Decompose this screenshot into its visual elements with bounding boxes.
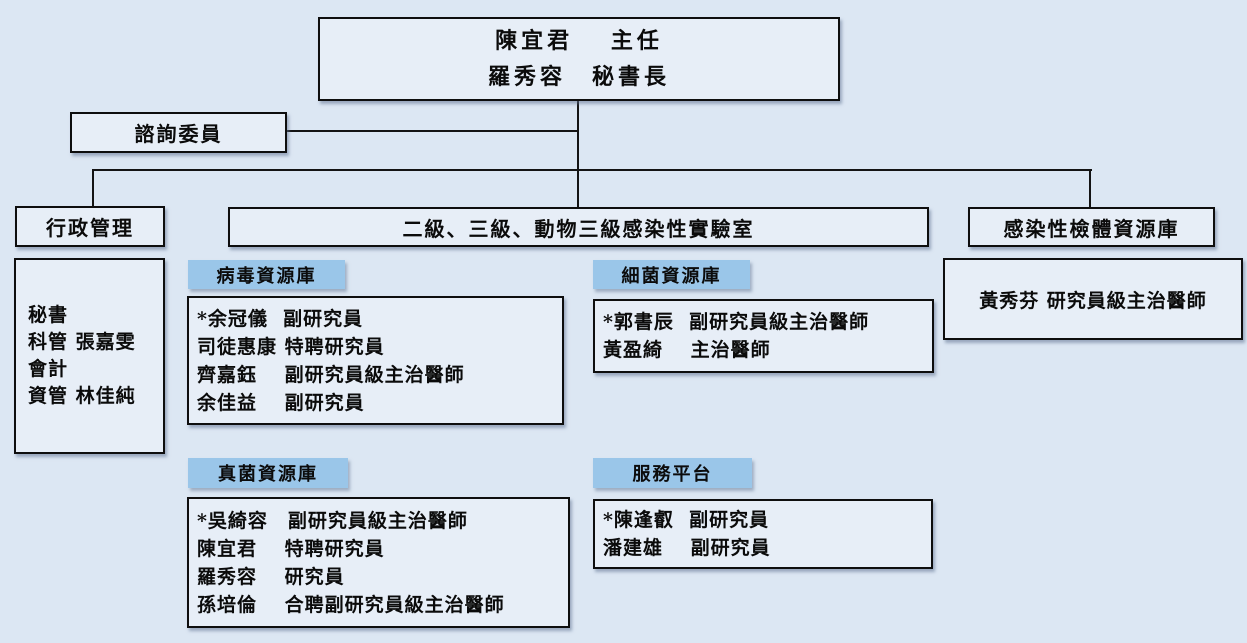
connector-drop-middle: [577, 169, 579, 209]
bacteria-label-text: 細菌資源庫: [621, 265, 722, 287]
service-member: 潘建雄 副研究員: [603, 537, 771, 559]
service-label-text: 服務平台: [632, 464, 713, 485]
fungus-member: 孫培倫 合聘副研究員級主治醫師: [197, 593, 505, 616]
branch-header-labs: 二級、三級、動物三級感染性實驗室: [228, 207, 929, 247]
connector-distribution-horizontal: [92, 169, 1092, 171]
virus-member: 余佳益 副研究員: [197, 391, 365, 414]
specimen-members-box: 黃秀芬 研究員級主治醫師: [943, 258, 1243, 340]
connector-top-vertical: [577, 100, 579, 171]
admin-members-box: 秘書 科管 張嘉雯 會計 資管 林佳純: [14, 258, 165, 454]
branch-header-specimen: 感染性檢體資源庫: [968, 207, 1215, 247]
bacteria-members-box: *郭書辰 副研究員級主治醫師 黃盈綺 主治醫師: [593, 299, 934, 373]
admin-member: 科管 張嘉雯: [28, 331, 136, 353]
service-members-box: *陳逢叡 副研究員 潘建雄 副研究員: [593, 499, 933, 569]
virus-group-label: 病毒資源庫: [188, 260, 345, 289]
fungus-members-box: *吳綺容 副研究員級主治醫師 陳宜君 特聘研究員 羅秀容 研究員 孫培倫 合聘副…: [187, 497, 570, 628]
fungus-member: 羅秀容 研究員: [197, 565, 345, 588]
fungus-label-text: 真菌資源庫: [218, 464, 318, 485]
leadership-line-2: 羅秀容 秘書長: [487, 64, 670, 90]
leadership-line-1: 陳宜君 主任: [495, 28, 663, 54]
connector-drop-left: [92, 169, 94, 208]
advisor-label: 諮詢委員: [134, 122, 223, 146]
bacteria-group-label: 細菌資源庫: [593, 260, 750, 289]
connector-drop-right: [1089, 169, 1091, 209]
service-group-label: 服務平台: [593, 458, 752, 488]
admin-member: 秘書: [28, 304, 69, 326]
admin-member: 資管 林佳純: [28, 385, 136, 407]
virus-label-text: 病毒資源庫: [216, 265, 317, 287]
branch-header-admin: 行政管理: [15, 206, 165, 247]
specimen-title: 感染性檢體資源庫: [1003, 216, 1180, 241]
bacteria-member: 黃盈綺 主治醫師: [603, 339, 771, 361]
virus-members-box: *余冠儀 副研究員 司徒惠康 特聘研究員 齊嘉鈺 副研究員級主治醫師 余佳益 副…: [187, 296, 564, 425]
virus-member: *余冠儀 副研究員: [197, 307, 364, 330]
virus-member: 齊嘉鈺 副研究員級主治醫師: [197, 363, 465, 386]
advisor-box: 諮詢委員: [70, 112, 287, 153]
admin-member: 會計: [28, 358, 69, 380]
admin-title: 行政管理: [46, 216, 134, 240]
fungus-group-label: 真菌資源庫: [188, 458, 348, 488]
service-member: *陳逢叡 副研究員: [603, 509, 770, 531]
fungus-member: 陳宜君 特聘研究員: [197, 537, 385, 560]
bacteria-member: *郭書辰 副研究員級主治醫師: [603, 311, 870, 333]
virus-member: 司徒惠康 特聘研究員: [197, 335, 385, 358]
leadership-box: 陳宜君 主任 羅秀容 秘書長: [318, 17, 840, 101]
specimen-member: 黃秀芬 研究員級主治醫師: [979, 289, 1207, 312]
connector-advisor-horizontal: [285, 130, 579, 132]
fungus-member: *吳綺容 副研究員級主治醫師: [197, 509, 468, 532]
labs-title: 二級、三級、動物三級感染性實驗室: [402, 216, 755, 241]
